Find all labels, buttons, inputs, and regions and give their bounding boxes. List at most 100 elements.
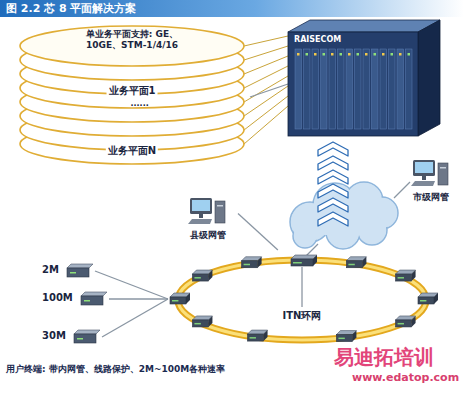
- switch-icon-part: [194, 277, 200, 279]
- status-led: [348, 53, 351, 56]
- switch-icon-part: [412, 270, 416, 281]
- status-led: [314, 53, 317, 56]
- itn-ring: ITN环网: [168, 250, 436, 348]
- switch-icon-part: [398, 277, 404, 279]
- switch-icon: [192, 316, 212, 327]
- switch-icon-part: [192, 320, 208, 327]
- switch-icon: [248, 330, 268, 341]
- link-line: [95, 271, 168, 299]
- nms-label: 县级网管: [190, 230, 226, 241]
- switch-icon-part: [412, 316, 416, 327]
- line-card: [389, 49, 396, 129]
- nms-label: 市级网管: [413, 192, 449, 203]
- monitor-icon: [413, 160, 435, 176]
- nms-station: 市级网管: [403, 158, 459, 208]
- switch-icon-part: [242, 261, 258, 268]
- switch-icon: [396, 270, 416, 281]
- drive-slot: [440, 167, 446, 169]
- switch-icon-part: [293, 262, 302, 264]
- ring-label: ITN环网: [283, 310, 322, 323]
- drive-slot: [217, 205, 223, 207]
- node-shape: [168, 250, 436, 348]
- monitor-screen: [192, 200, 210, 211]
- uplink-chevrons: [318, 142, 348, 226]
- terminal-icon: [81, 296, 103, 305]
- switch-icon: [336, 331, 356, 342]
- brand-label: RAISECOM: [294, 35, 341, 45]
- switch-icon-part: [291, 259, 313, 266]
- uplink-chevrons-part: [318, 184, 348, 198]
- title-bar: [0, 0, 464, 17]
- status-led: [77, 338, 83, 340]
- line-card: [406, 49, 413, 129]
- status-led: [70, 272, 76, 274]
- status-led: [84, 300, 90, 302]
- line-card: [372, 49, 379, 129]
- plane-links-part: [244, 106, 288, 144]
- switch-icon-part: [291, 255, 317, 259]
- terminal-icon: [67, 268, 89, 277]
- line-card: [355, 49, 362, 129]
- keyboard-icon: [411, 181, 435, 186]
- switch-icon-part: [244, 264, 250, 266]
- plane-links-part: [244, 56, 288, 74]
- uplink-chevrons-part: [318, 212, 348, 226]
- switch-icon-part: [313, 255, 317, 266]
- watermark: 易迪拓培训: [334, 345, 434, 369]
- ellipsis-dots: ......: [129, 101, 136, 106]
- monitor-stand: [199, 214, 203, 218]
- switch-icon-part: [192, 274, 208, 281]
- figure-title: 图 2.2 芯 8 平面解决方案: [6, 2, 136, 15]
- switch-icon-part: [420, 300, 426, 302]
- tower-icon: [438, 163, 448, 185]
- switch-icon-part: [418, 297, 434, 304]
- status-led: [331, 53, 334, 56]
- switch-icon-part: [346, 261, 362, 268]
- switch-icon-part: [250, 337, 256, 339]
- network-cloud-part: [291, 183, 397, 248]
- nms-wire: [394, 182, 410, 198]
- uplink-chevrons-part: [318, 170, 348, 184]
- status-led: [365, 53, 368, 56]
- rate-label: 100M: [42, 292, 73, 305]
- plane-heading: 单业务平面支持: GE、10GE、STM-1/4/16: [73, 29, 191, 52]
- switch-icon: [170, 293, 190, 304]
- network-cloud: [290, 182, 398, 249]
- line-card: [338, 49, 345, 129]
- line-card: [312, 49, 319, 129]
- switch-icon: [418, 293, 438, 304]
- monitor-stand: [422, 176, 426, 180]
- switch-icon-part: [208, 270, 212, 281]
- user-terminal: 30M: [40, 328, 102, 346]
- switch-icon: [396, 316, 416, 327]
- switch-icon-part: [264, 330, 268, 341]
- line-card: [380, 49, 387, 129]
- status-led: [408, 53, 411, 56]
- uplink-wire: [306, 244, 318, 256]
- tower-icon: [215, 201, 225, 223]
- terminal-top: [81, 292, 107, 296]
- status-led: [382, 53, 385, 56]
- switch-icon: [346, 257, 366, 268]
- plane-links-part: [244, 66, 288, 88]
- ring-inner: [178, 260, 426, 340]
- switch-icon-part: [186, 293, 190, 304]
- switch-icon-part: [396, 320, 412, 327]
- link-line: [102, 299, 168, 337]
- watermark-url: www.edatop.com: [352, 371, 459, 384]
- switch-icon-part: [348, 264, 354, 266]
- switch-icon-part: [434, 293, 438, 304]
- monitor-screen: [415, 162, 433, 173]
- leader-line: [302, 267, 303, 307]
- switch-icon-part: [338, 338, 344, 340]
- line-card: [346, 49, 353, 129]
- link-line: [109, 298, 168, 299]
- plane-label: 业务平面N: [106, 145, 158, 158]
- status-led: [374, 53, 377, 56]
- plane-links-part: [244, 76, 288, 102]
- service-plane-stack: 单业务平面支持: GE、10GE、STM-1/4/16业务平面1......业务…: [15, 24, 250, 170]
- nms-station: 县级网管: [178, 196, 238, 246]
- plane-ellipse: [20, 26, 244, 66]
- chassis-front: [288, 32, 418, 136]
